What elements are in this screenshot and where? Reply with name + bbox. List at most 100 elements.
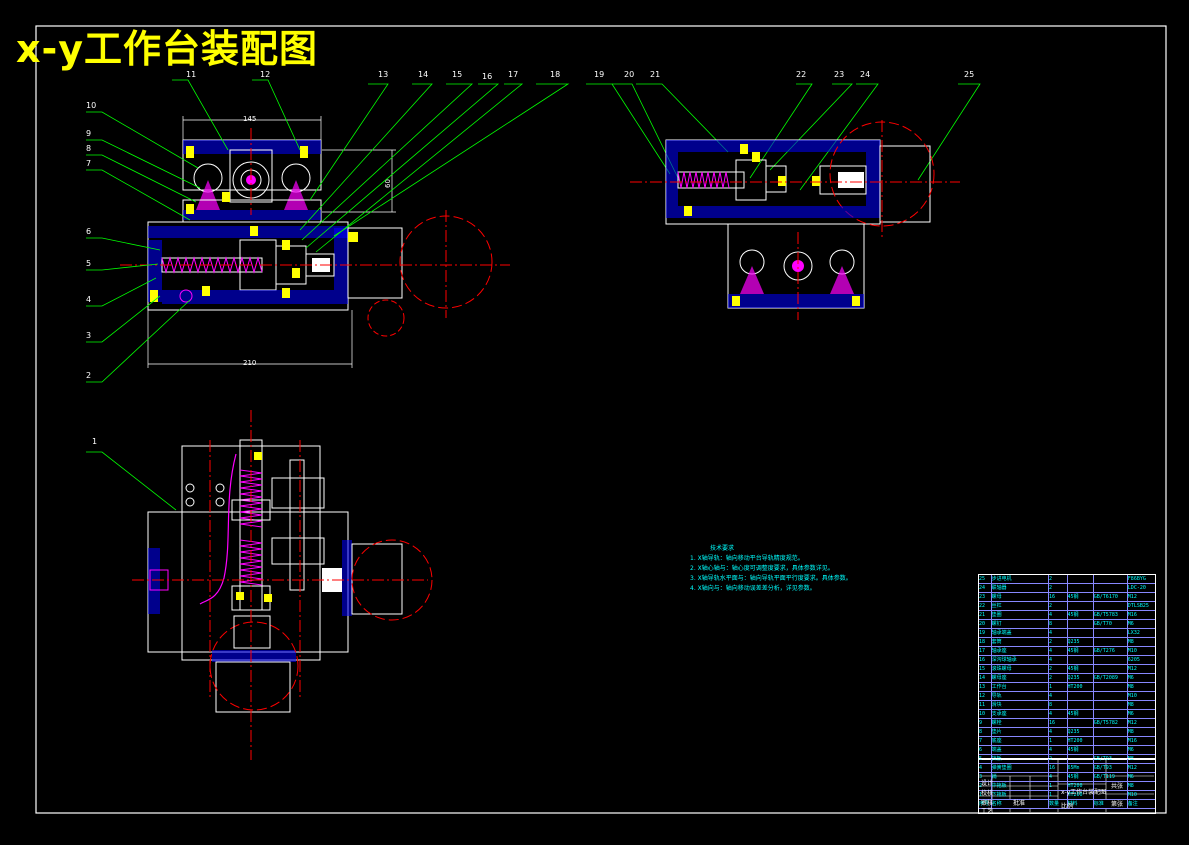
parts-list-cell: 底座: [992, 737, 1050, 745]
parts-list-cell: 2: [979, 782, 992, 790]
parts-list-cell: 23: [979, 593, 992, 601]
parts-list-cell: 2: [1049, 755, 1068, 763]
parts-list-cell: [1094, 782, 1128, 790]
parts-list-header-cell: 标准: [1094, 800, 1128, 808]
parts-list-cell: 销: [992, 773, 1050, 781]
titleblock-name: x-y工作台装配图: [1061, 789, 1107, 796]
parts-list-cell: 4: [979, 764, 992, 772]
parts-list-cell: 16: [979, 656, 992, 664]
parts-list-cell: 1: [1049, 782, 1068, 790]
parts-list-cell: M12: [1127, 720, 1137, 726]
balloon-18: 18: [550, 70, 560, 79]
parts-list-cell: 17: [979, 647, 992, 655]
parts-list-cell: GB/T93: [1094, 764, 1128, 772]
note-item: 3. X轴导轨水平面与：轴向导轨平面平行度要求。具体参数。: [690, 575, 852, 582]
balloon-23: 23: [834, 70, 844, 79]
parts-list-cell: 轴承座: [992, 647, 1050, 655]
parts-list-cell: [1094, 665, 1128, 673]
parts-list-cell: 22: [979, 602, 992, 610]
parts-list-cell: 步进电机: [992, 575, 1050, 583]
parts-list-cell: 螺栓: [992, 719, 1050, 727]
parts-list-cell: 螺钉: [992, 620, 1050, 628]
parts-list-cell: 2: [1049, 575, 1068, 583]
parts-list-cell: [1094, 638, 1128, 646]
balloon-8: 8: [86, 144, 91, 153]
balloon-20: 20: [624, 70, 634, 79]
balloon-11: 11: [186, 70, 196, 79]
parts-list-cell: M6: [1127, 747, 1134, 753]
parts-list-cell: [1094, 683, 1128, 691]
parts-list-cell: 4: [1049, 647, 1068, 655]
top-balloons: 11 12 13 14 15 16 17 18: [186, 70, 560, 81]
balloon-4: 4: [86, 295, 91, 304]
parts-list-cell: [1094, 575, 1128, 583]
parts-list-cell: [1068, 719, 1094, 727]
parts-list-cell: 6: [979, 746, 992, 754]
balloon-16: 16: [482, 72, 492, 81]
parts-list-cell: 45钢: [1068, 593, 1094, 601]
parts-list-cell: 丝杠: [992, 602, 1050, 610]
parts-list-cell: 工作台: [992, 683, 1050, 691]
parts-list-cell: 4: [1049, 746, 1068, 754]
parts-list-cell: 垫片: [992, 728, 1050, 736]
parts-list-cell: HT200: [1068, 791, 1094, 799]
tb-cell: 校核: [981, 790, 994, 797]
parts-list-cell: 21: [979, 611, 992, 619]
parts-list-cell: 4: [1049, 773, 1068, 781]
parts-list-cell: M12: [1127, 666, 1137, 672]
parts-list-cell: 16: [1049, 593, 1068, 601]
side-balloons: 19 20 21 22 23 24 25: [594, 70, 974, 79]
parts-list-cell: GB/T119: [1094, 773, 1128, 781]
parts-list-cell: 轴承端盖: [992, 629, 1050, 637]
parts-list-cell: 14: [979, 674, 992, 682]
parts-list-cell: M12: [1127, 594, 1137, 600]
parts-list-cell: 4: [1049, 692, 1068, 700]
parts-list-cell: 45钢: [1068, 746, 1094, 754]
parts-list-cell: 12: [979, 692, 992, 700]
parts-list-cell: 端盖: [992, 746, 1050, 754]
balloon-25: 25: [964, 70, 974, 79]
parts-list-cell: 2: [1049, 638, 1068, 646]
balloon-9: 9: [86, 129, 91, 138]
parts-list-cell: 导轨: [992, 692, 1050, 700]
front-balloons: 10 9 8 7 6 5 4 3 2: [86, 101, 96, 380]
parts-list-cell: [1068, 584, 1094, 592]
parts-list-cell: 45钢: [1068, 647, 1094, 655]
parts-list-cell: 中拖板: [992, 782, 1050, 790]
parts-list-cell: HT200: [1068, 782, 1094, 790]
parts-list-cell: M6: [1127, 774, 1134, 780]
balloon-24: 24: [860, 70, 870, 79]
parts-list-cell: [1068, 656, 1094, 664]
parts-list-cell: 1: [1049, 683, 1068, 691]
parts-list-cell: M10: [1127, 648, 1137, 654]
parts-list-cell: 16: [1049, 764, 1068, 772]
balloon-5: 5: [86, 259, 91, 268]
parts-list-cell: 滑块: [992, 701, 1050, 709]
balloon-12: 12: [260, 70, 270, 79]
parts-list-cell: [1094, 629, 1128, 637]
parts-list-cell: [1094, 710, 1128, 718]
parts-list-cell: F86BYG: [1127, 576, 1146, 582]
balloon-3: 3: [86, 331, 91, 340]
note-item: 1. X轴导轨：轴向移动平台导轨精度规范。: [690, 555, 804, 562]
parts-list-cell: Q235: [1068, 638, 1094, 646]
parts-list-cell: M8: [1127, 729, 1134, 735]
parts-list-cell: M6: [1127, 621, 1134, 627]
tb-cell: 比例: [1061, 803, 1074, 810]
parts-list-cell: M16: [1127, 612, 1137, 618]
parts-list-cell: M6: [1127, 675, 1134, 681]
parts-list-cell: [1094, 656, 1128, 664]
parts-list-cell: [1068, 602, 1094, 610]
